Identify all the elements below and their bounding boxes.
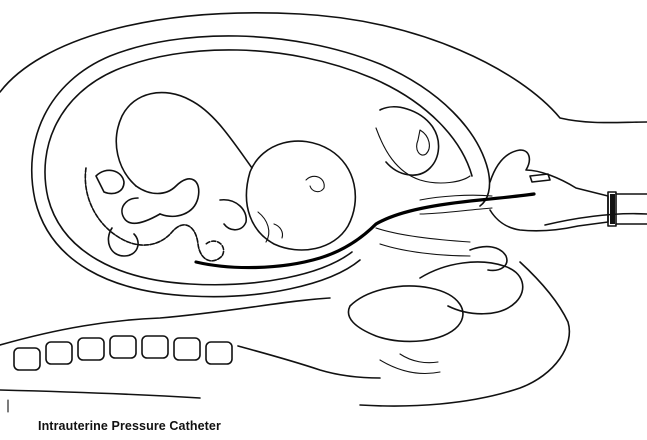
fetus-leg [136, 179, 199, 216]
pelvic-floor-fold [380, 354, 440, 374]
maternal-lower-body-outline [0, 298, 330, 345]
lower-abdomen-contour [0, 390, 200, 398]
vertebra [142, 336, 168, 358]
vertebra [46, 342, 72, 364]
catheter-tip [530, 174, 550, 182]
examiner-hand [490, 150, 608, 231]
vaginal-canal [376, 228, 470, 256]
forearm-outline [616, 194, 647, 224]
vertebra [174, 338, 200, 360]
maternal-body-outline [0, 13, 647, 123]
fetus-back [116, 93, 252, 186]
glove-band [610, 194, 615, 224]
uterine-wall-inner [45, 50, 472, 285]
vertebra [206, 342, 232, 364]
fetus-foot [96, 170, 124, 193]
figure-caption: Intrauterine Pressure Catheter [38, 419, 221, 433]
umbilical-cord [85, 168, 223, 261]
rectum-outline [420, 262, 523, 314]
placenta-outline [380, 107, 439, 175]
fetus-arm [220, 200, 246, 230]
placenta-inner-shape [417, 130, 430, 155]
vertebral-column [14, 336, 232, 370]
sacrum-outline [238, 346, 380, 378]
perineum-outline [360, 262, 569, 406]
fetus-ear [306, 176, 324, 191]
fetus-head [246, 141, 355, 250]
uterine-wall-outer [32, 36, 490, 297]
fetus-knee [122, 198, 160, 223]
bladder-outline [348, 286, 463, 341]
vertebra [110, 336, 136, 358]
fetus-face [258, 212, 283, 242]
symphysis-outline [470, 247, 507, 271]
vertebra [14, 348, 40, 370]
umbilical-cord-inner [85, 168, 222, 261]
vertebra [78, 338, 104, 360]
